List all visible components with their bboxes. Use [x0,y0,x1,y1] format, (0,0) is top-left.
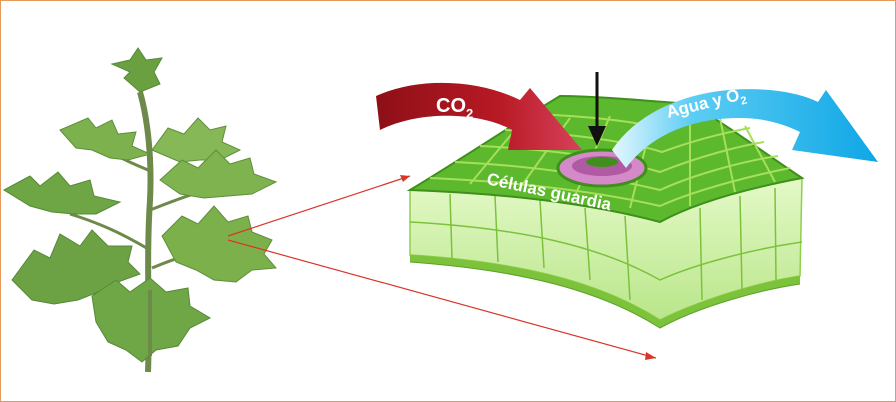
zoom-pointer-lines [227,175,657,360]
plant-leaf [159,149,278,199]
plant-leaf [2,171,122,215]
plant-leaf [151,117,242,163]
co2-arrow: CO2 [376,82,582,150]
light-arrow [588,72,606,146]
plant-leaf [161,205,278,283]
plant-leaf [110,47,163,93]
plant-illustration [2,47,278,373]
plant-leaf [59,117,152,161]
leaf-cross-section [406,94,805,329]
co2-label: CO2 [436,95,473,121]
